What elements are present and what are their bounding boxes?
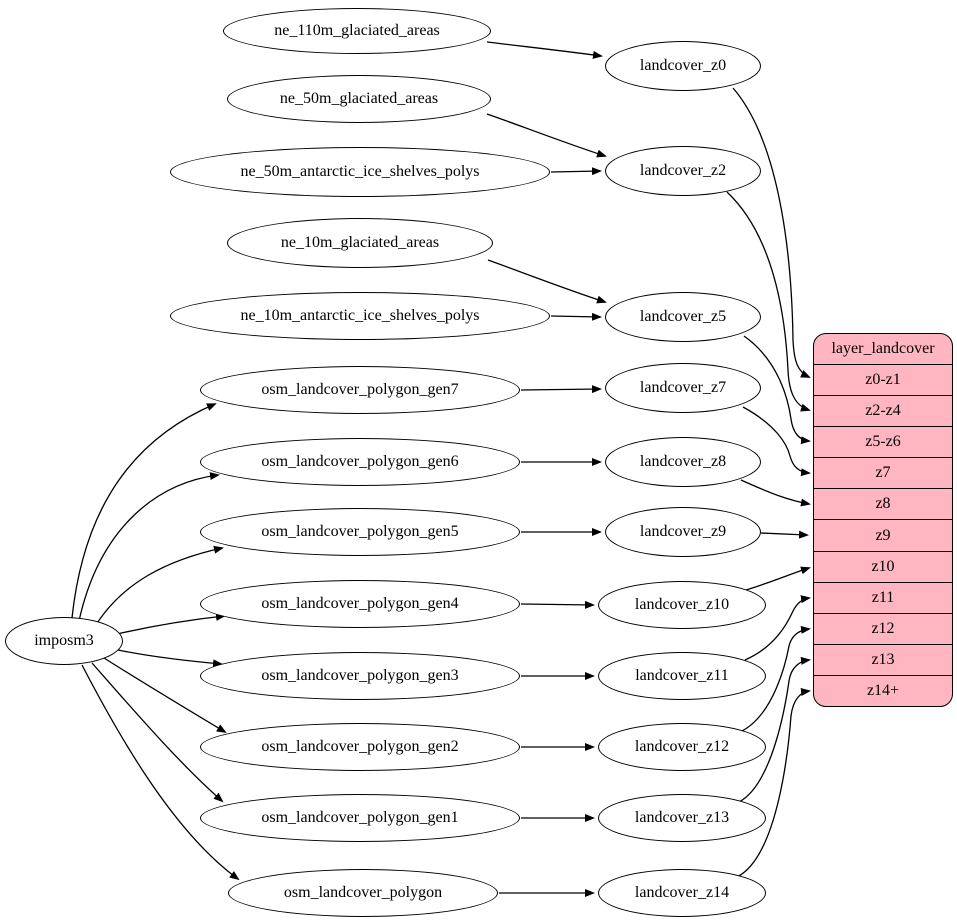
table-row-z12: z12 [814,612,952,644]
edge-imposm3-gen2 [103,657,227,734]
node-osm-landcover-polygon: osm_landcover_polygon [228,869,498,917]
edge-imposm3-gen3 [117,649,223,668]
edge-imposm3-poly [81,664,240,881]
table-row-z10: z10 [814,550,952,582]
node-imposm3: imposm3 [5,617,123,665]
node-osm-landcover-polygon-gen2: osm_landcover_polygon_gen2 [200,723,520,771]
edge-z0-row [732,87,811,378]
node-osm-landcover-polygon-gen7: osm_landcover_polygon_gen7 [200,366,520,414]
edge-gen4-z10 [520,600,595,609]
node-osm-landcover-polygon-gen5: osm_landcover_polygon_gen5 [200,508,520,556]
edge-imposm3-gen6 [78,472,220,622]
edge-ne50ma-z2 [550,167,602,176]
node-landcover-z10: landcover_z10 [598,581,766,629]
table-row-z9: z9 [814,519,952,550]
table-row-z11: z11 [814,581,952,613]
edge-z12-row [741,625,811,732]
edge-z7-row [742,406,811,477]
edge-ne10ma-z5 [550,312,602,321]
table-row-z5-z6: z5-z6 [814,426,952,457]
table-row-z13: z13 [814,643,952,675]
node-ne-10m-glaciated-areas: ne_10m_glaciated_areas [227,218,493,268]
node-landcover-z7: landcover_z7 [605,363,761,413]
edge-z8-row [740,479,811,507]
node-landcover-z9: landcover_z9 [605,507,761,557]
edge-z2-row [726,191,811,412]
node-ne-50m-antarctic-ice-shelves-polys: ne_50m_antarctic_ice_shelves_polys [170,147,550,197]
table-row-z14plus: z14+ [814,674,952,706]
node-osm-landcover-polygon-gen3: osm_landcover_polygon_gen3 [200,652,520,700]
node-osm-landcover-polygon-gen4: osm_landcover_polygon_gen4 [200,580,520,628]
node-landcover-z12: landcover_z12 [598,723,766,771]
table-title: layer_landcover [831,340,935,358]
node-osm-landcover-polygon-gen1: osm_landcover_polygon_gen1 [200,794,520,842]
node-landcover-z5: landcover_z5 [605,292,761,342]
node-landcover-z2: landcover_z2 [605,146,761,196]
node-landcover-z11: landcover_z11 [598,652,766,700]
edge-z5-row [743,335,811,445]
node-osm-landcover-polygon-gen6: osm_landcover_polygon_gen6 [200,438,520,486]
table-row-z0-z1: z0-z1 [814,364,952,395]
table-row-z2-z4: z2-z4 [814,395,952,426]
node-ne-110m-glaciated-areas: ne_110m_glaciated_areas [223,8,491,54]
edge-ne50mg-z2 [486,113,607,158]
edge-imposm3-gen4 [116,612,226,635]
edge-ne10mg-z5 [487,259,607,304]
node-landcover-z0: landcover_z0 [605,41,761,91]
node-landcover-z13: landcover_z13 [598,794,766,842]
table-layer-landcover: layer_landcover z0-z1 z2-z4 z5-z6 z7 z8 … [813,333,953,707]
table-row-z8: z8 [814,488,952,519]
edge-imposm3-gen7 [71,403,217,619]
edge-z14-row [736,688,811,878]
edge-imposm3-gen5 [93,545,224,629]
table-row-z7: z7 [814,457,952,488]
edge-z11-row [744,595,811,661]
edge-gen7-z7 [520,385,602,394]
edge-ne110m-z0 [486,41,603,59]
node-landcover-z8: landcover_z8 [605,437,761,487]
node-landcover-z14: landcover_z14 [598,869,766,917]
edge-z10-row [745,566,811,591]
node-ne-10m-antarctic-ice-shelves-polys: ne_10m_antarctic_ice_shelves_polys [170,292,550,340]
node-ne-50m-glaciated-areas: ne_50m_glaciated_areas [227,75,491,123]
edge-z9-row [760,530,809,539]
edge-imposm3-gen1 [91,662,224,803]
edge-z13-row [738,656,811,803]
